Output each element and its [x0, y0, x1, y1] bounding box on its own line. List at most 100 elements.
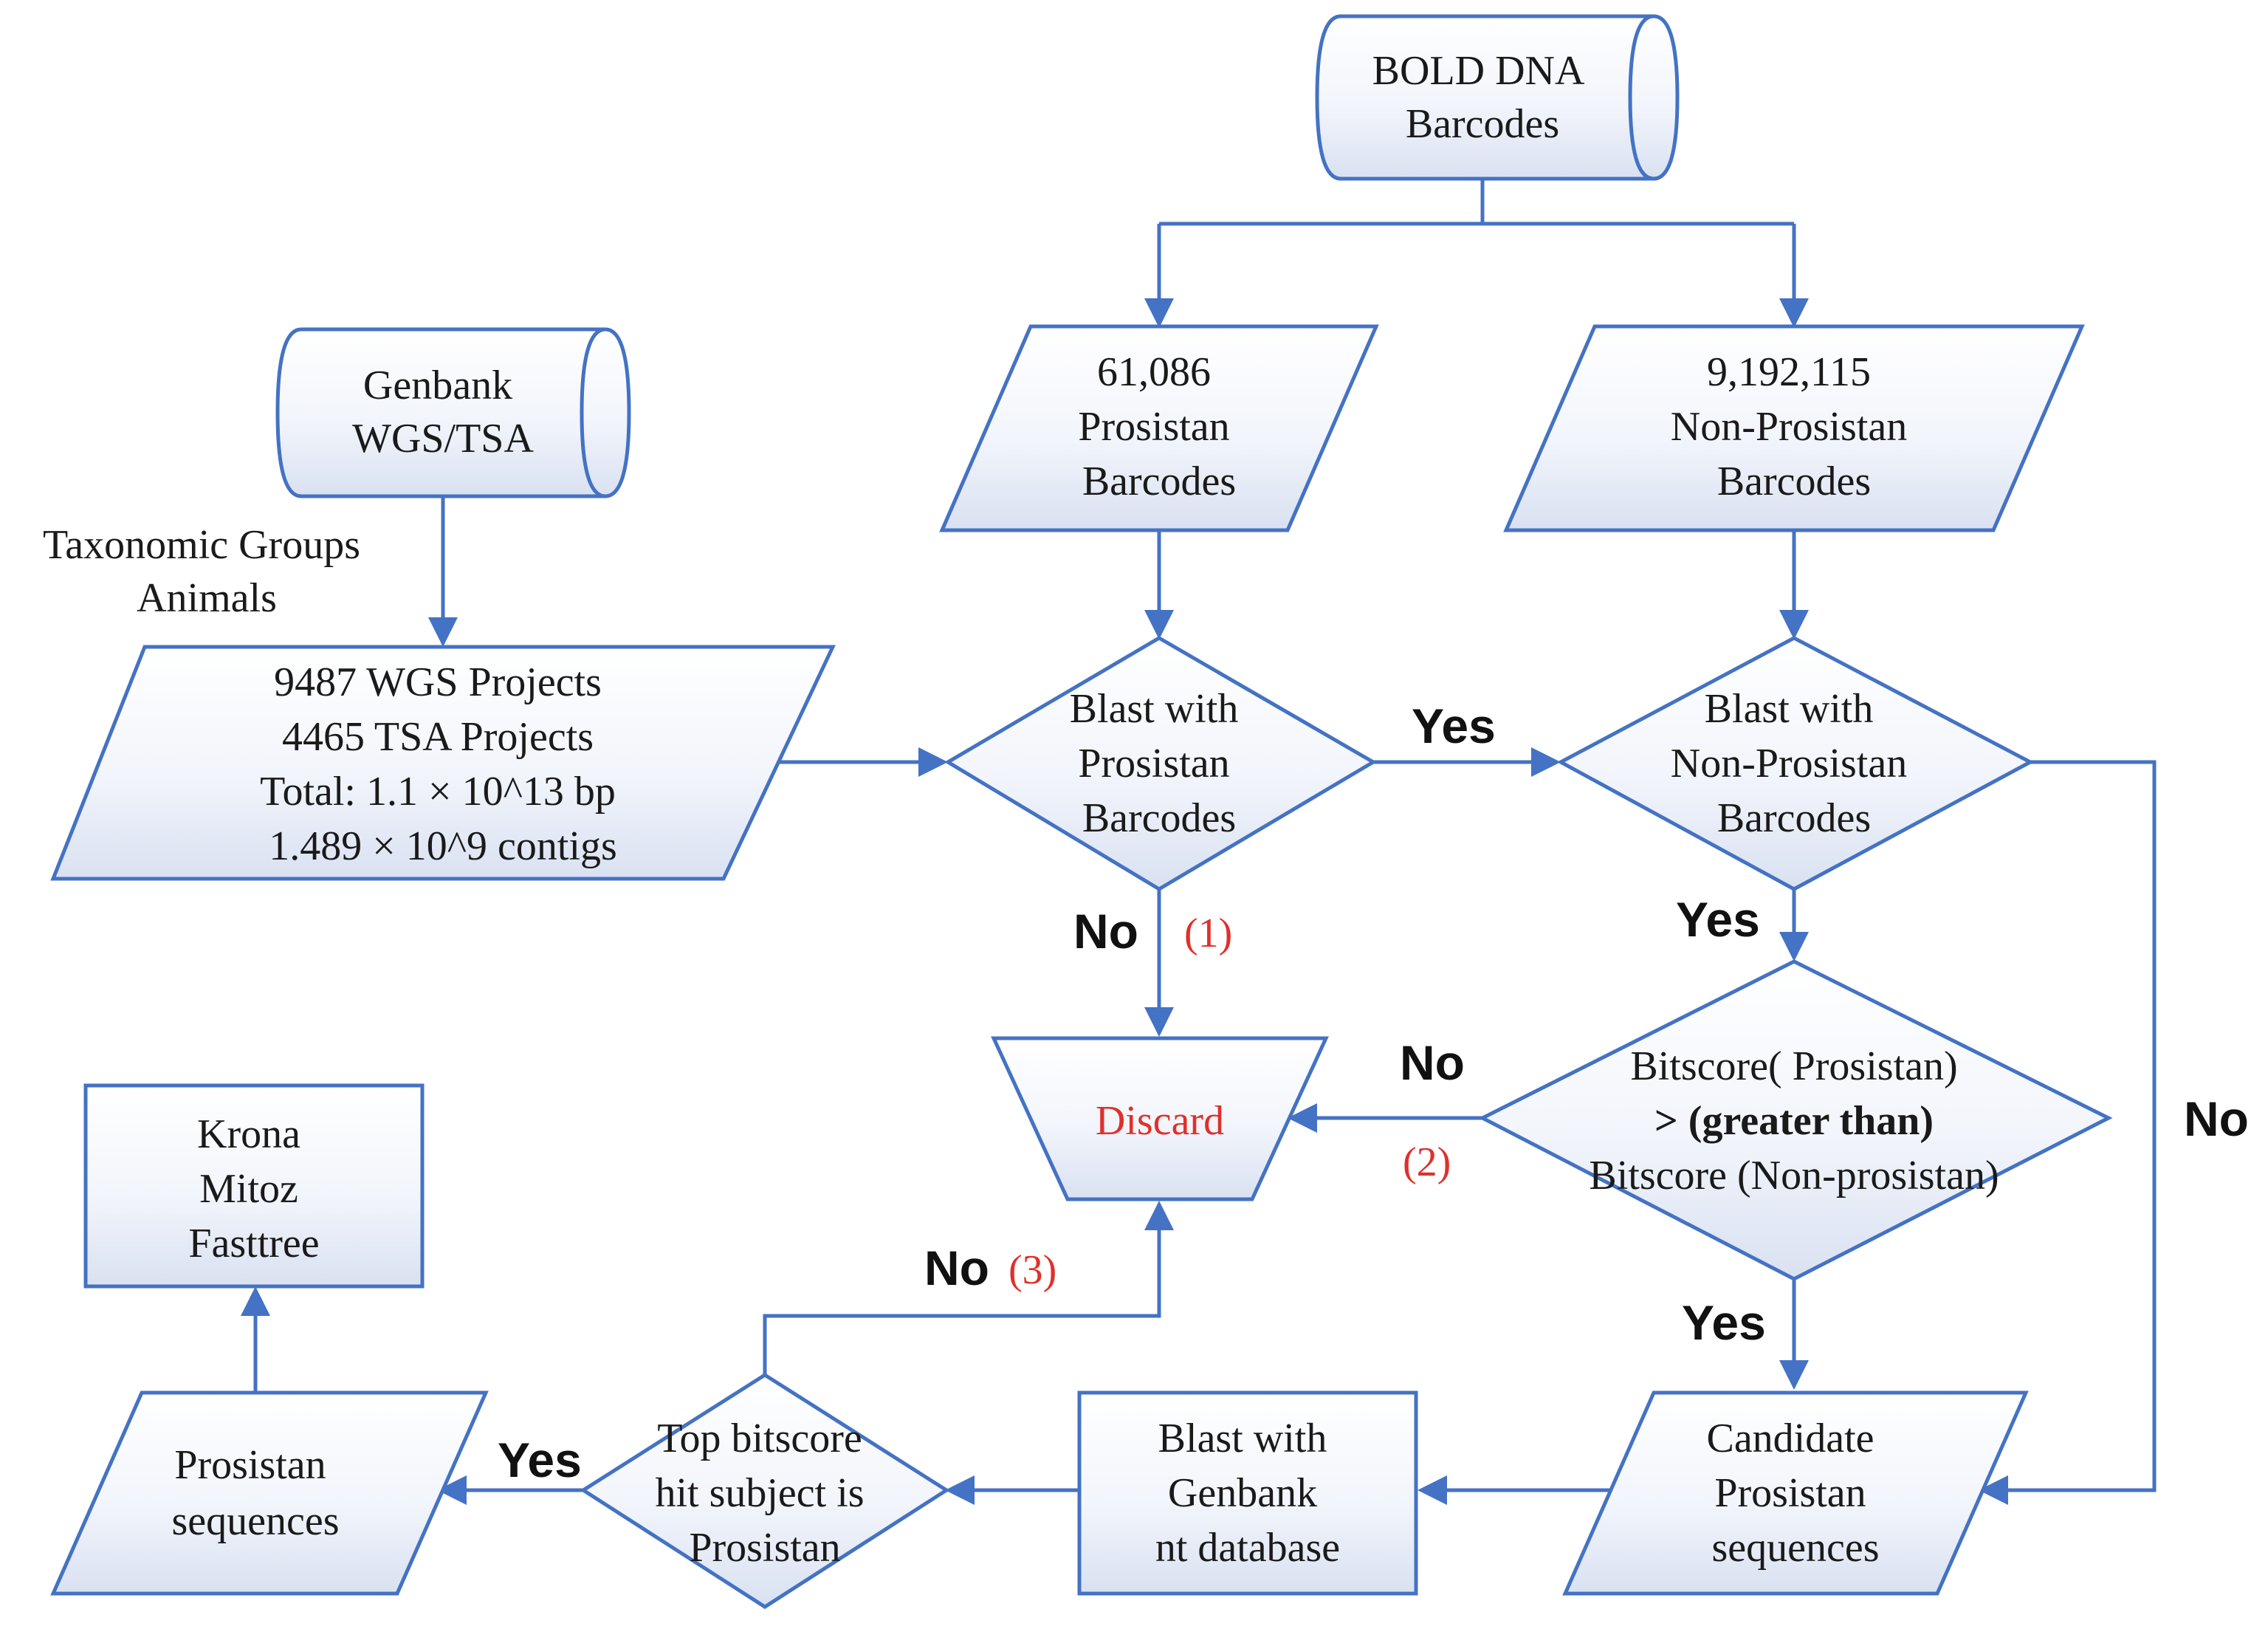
pbarcodes-line-2: Prosistan	[1078, 404, 1229, 450]
edge-top-no	[763, 1205, 1161, 1375]
svg-text:Blast with Genbank: Blast with Genbank nt database	[1155, 1416, 1340, 1571]
svg-text:BOLD DNA Barcodes: BOLD DNA Barcodes	[1372, 48, 1593, 147]
arrowhead	[1144, 610, 1174, 639]
svg-text:Blast with Prosistan: Blast with Prosistan Barcodes	[1070, 686, 1249, 841]
node-top-bitscore-decision: Top bitscore hit subject is Prosistan	[580, 1373, 950, 1609]
taxonomic-line-2: Animals	[137, 575, 277, 621]
arrowhead	[945, 1475, 975, 1505]
node-blast-prosistan-decision: Blast with Prosistan Barcodes	[944, 636, 1377, 891]
blastp-line-2: Prosistan	[1078, 741, 1229, 786]
node-discard: Discard	[991, 1036, 1329, 1201]
arrowhead	[918, 747, 948, 777]
projects-line-2: 4465 TSA Projects	[282, 714, 594, 760]
node-nonprosistan-barcodes: 9,192,115 Non-Prosistan Barcodes	[1503, 324, 2085, 532]
top-line-2: hit subject is	[655, 1470, 864, 1516]
taxonomic-annotation: Taxonomic Groups Animals	[43, 522, 371, 621]
arrowhead	[1418, 1475, 1447, 1505]
node-prosistan-barcodes: 61,086 Prosistan Barcodes	[939, 324, 1379, 532]
top-line-1: Top bitscore	[657, 1416, 862, 1461]
label-yes-blastp: Yes	[1412, 699, 1496, 753]
svg-text:Blast with Non-Prosistan: Blast with Non-Prosistan Barcodes	[1671, 686, 1917, 841]
arrowhead	[1779, 932, 1809, 961]
candidate-line-2: Prosistan	[1714, 1470, 1866, 1516]
svg-text:> (greater than): > (greater than)	[1654, 1098, 1934, 1144]
arrowhead	[1144, 1007, 1174, 1037]
node-blast-genbank-nt: Blast with Genbank nt database	[1077, 1390, 1418, 1596]
genbank-line-2: WGS/TSA	[352, 416, 534, 462]
svg-text:Bitscore( Prosistan): Bitscore( Prosistan)	[1630, 1043, 1957, 1089]
taxonomic-line-1: Taxonomic Groups	[43, 522, 360, 568]
node-wgs-tsa-projects: 9487 WGS Projects 4465 TSA Projects Tota…	[50, 645, 836, 881]
label-yes-top: Yes	[498, 1433, 582, 1487]
blastnp-line-1: Blast with	[1705, 686, 1874, 732]
candidate-line-1: Candidate	[1706, 1416, 1874, 1461]
svg-text:Genbank WGS/TSA: Genbank WGS/TSA	[352, 363, 534, 462]
arrowhead	[1779, 298, 1809, 328]
svg-text:Bitscore (Non-prosistan): Bitscore (Non-prosistan)	[1589, 1153, 1999, 1198]
label-num-3: (3)	[1008, 1247, 1056, 1293]
edges	[241, 179, 2157, 1505]
bitscore-line-3: Bitscore (Non-prosistan)	[1589, 1153, 1999, 1198]
genbank-nt-line-3: nt database	[1155, 1525, 1340, 1571]
pseq-line-2: sequences	[171, 1498, 339, 1544]
genbank-nt-line-1: Blast with	[1158, 1416, 1327, 1461]
node-candidate-prosistan-sequences: Candidate Prosistan sequences	[1562, 1390, 2029, 1596]
svg-text:Prosistan sequences: Prosistan sequences	[171, 1442, 339, 1544]
genbank-line-1: Genbank	[363, 363, 512, 408]
bitscore-line-1: Bitscore( Prosistan)	[1630, 1043, 1957, 1089]
npbarcodes-line-3: Barcodes	[1717, 459, 1871, 504]
bold-line-2: Barcodes	[1406, 101, 1559, 147]
arrowhead	[1531, 747, 1561, 777]
krona-line-3: Fasttree	[188, 1221, 319, 1266]
arrowhead	[1979, 1475, 2008, 1505]
arrowhead	[437, 1475, 467, 1505]
bold-line-1: BOLD DNA	[1372, 48, 1585, 94]
bitscore-line-2: > (greater than)	[1654, 1098, 1934, 1144]
node-bitscore-decision: Bitscore( Prosistan) > (greater than) Bi…	[1478, 959, 2113, 1281]
krona-line-1: Krona	[197, 1111, 300, 1157]
arrowhead	[1779, 1360, 1809, 1390]
label-yes-blastnp: Yes	[1676, 892, 1760, 947]
npbarcodes-line-2: Non-Prosistan	[1671, 404, 1907, 450]
arrowhead	[241, 1286, 270, 1316]
pbarcodes-line-3: Barcodes	[1082, 459, 1236, 504]
node-bold-dna-barcodes: BOLD DNA Barcodes	[1315, 14, 1680, 181]
arrowhead	[428, 617, 458, 647]
label-num-1: (1)	[1184, 910, 1232, 956]
genbank-nt-line-2: Genbank	[1168, 1470, 1317, 1516]
label-no-blastp: No	[1073, 904, 1138, 958]
edge-labels: Yes No (1) Yes No No (2) Yes No (3) Yes	[498, 699, 2249, 1487]
svg-text:Krona Mitoz Fasttr: Krona Mitoz Fasttree	[188, 1111, 319, 1266]
node-krona-mitoz-fasttree: Krona Mitoz Fasttree	[83, 1083, 425, 1289]
blastp-line-1: Blast with	[1070, 686, 1239, 732]
pseq-line-1: Prosistan	[174, 1442, 326, 1488]
label-num-2: (2)	[1403, 1139, 1451, 1185]
discard-label: Discard	[1096, 1098, 1224, 1144]
node-blast-nonprosistan-decision: Blast with Non-Prosistan Barcodes	[1556, 636, 2035, 891]
label-yes-bitscore: Yes	[1682, 1295, 1766, 1350]
candidate-line-3: sequences	[1711, 1525, 1879, 1571]
arrowhead	[1288, 1103, 1317, 1133]
node-prosistan-sequences: Prosistan sequences	[50, 1390, 489, 1596]
top-line-3: Prosistan	[689, 1525, 840, 1571]
blastp-line-3: Barcodes	[1082, 795, 1236, 841]
svg-text:Candidate Prosistan: Candidate Prosistan sequences	[1706, 1416, 1884, 1571]
svg-text:9487 WGS Projects 4465 T: 9487 WGS Projects 4465 TSA Projects Tota…	[260, 659, 626, 869]
projects-line-4: 1.489 × 10^9 contigs	[269, 823, 617, 869]
blastnp-line-2: Non-Prosistan	[1671, 741, 1907, 786]
pbarcodes-line-1: 61,086	[1097, 349, 1211, 395]
node-genbank-wgs-tsa: Genbank WGS/TSA	[275, 327, 631, 498]
npbarcodes-line-1: 9,192,115	[1707, 349, 1871, 395]
svg-text:Top bitscore hit subject: Top bitscore hit subject is Prosistan	[655, 1416, 874, 1571]
label-no-right: No	[2184, 1091, 2249, 1146]
svg-text:9,192,115 Non-Prosistan: 9,192,115 Non-Prosistan Barcodes	[1671, 349, 1917, 504]
projects-line-3: Total: 1.1 × 10^13 bp	[260, 769, 616, 814]
krona-line-2: Mitoz	[199, 1166, 298, 1212]
arrowhead	[1144, 298, 1174, 328]
label-no-top: No	[924, 1241, 989, 1295]
svg-text:61,086 Prosistan B: 61,086 Prosistan Barcodes	[1078, 349, 1240, 504]
label-no-bitscore: No	[1400, 1035, 1465, 1090]
arrowhead	[1779, 610, 1809, 639]
blastnp-line-3: Barcodes	[1717, 795, 1871, 841]
